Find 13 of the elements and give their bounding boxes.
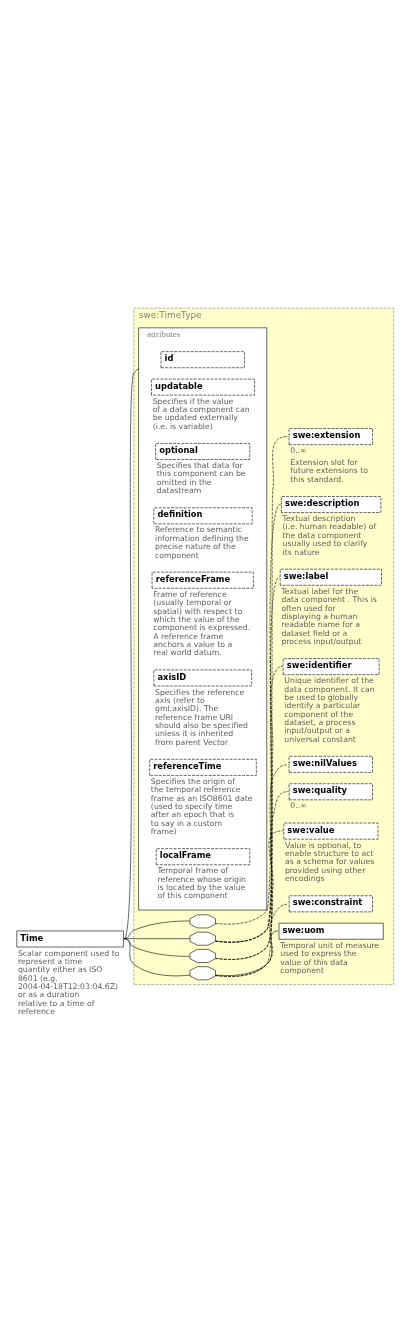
node-octagon (189, 966, 216, 981)
node-octagon (189, 931, 216, 946)
node-octagon (189, 914, 216, 929)
connector (215, 830, 284, 977)
node-octagon (189, 949, 216, 963)
connector (123, 938, 191, 957)
connector (215, 435, 289, 925)
connector (215, 903, 289, 977)
connector (123, 920, 191, 939)
connector (123, 938, 191, 977)
connector (123, 368, 139, 939)
connector (215, 503, 282, 943)
connector (215, 930, 279, 976)
